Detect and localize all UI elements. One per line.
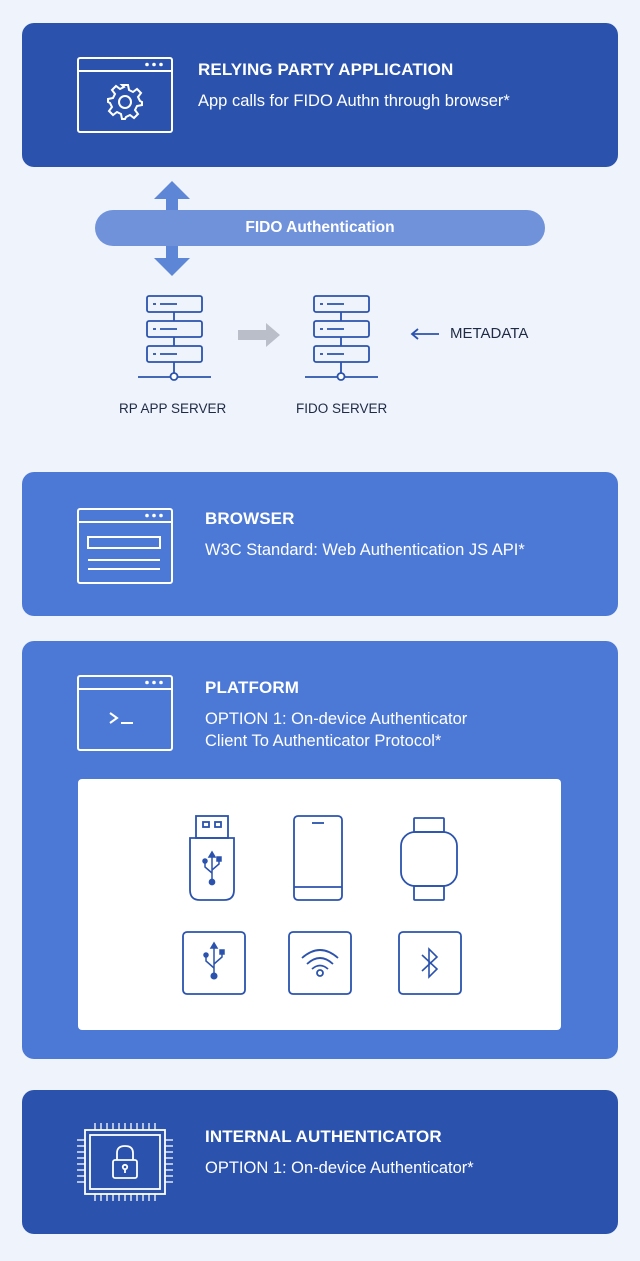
relying-party-title: RELYING PARTY APPLICATION bbox=[198, 60, 454, 79]
metadata-arrow-icon bbox=[410, 328, 440, 340]
fido-server-icon bbox=[304, 295, 379, 383]
platform-subtitle-line2: Client To Authenticator Protocol* bbox=[205, 732, 442, 750]
browser-title: BROWSER bbox=[205, 509, 295, 528]
internal-authenticator-title: INTERNAL AUTHENTICATOR bbox=[205, 1127, 442, 1146]
nfc-icon bbox=[288, 931, 352, 995]
terminal-window-icon bbox=[77, 675, 173, 751]
internal-authenticator-subtitle: OPTION 1: On-device Authenticator* bbox=[205, 1159, 474, 1177]
usb-key-icon bbox=[188, 815, 236, 901]
chip-lock-icon bbox=[75, 1122, 175, 1202]
relying-party-subtitle: App calls for FIDO Authn through browser… bbox=[198, 92, 510, 110]
platform-title: PLATFORM bbox=[205, 678, 299, 697]
metadata-label: METADATA bbox=[450, 325, 529, 342]
gray-arrow-icon bbox=[238, 323, 280, 347]
app-window-gear-icon bbox=[77, 57, 173, 133]
bluetooth-icon bbox=[398, 931, 462, 995]
browser-subtitle: W3C Standard: Web Authentication JS API* bbox=[205, 541, 525, 559]
relying-party-card: RELYING PARTY APPLICATION App calls for … bbox=[22, 23, 618, 167]
internal-authenticator-card: INTERNAL AUTHENTICATOR OPTION 1: On-devi… bbox=[22, 1090, 618, 1234]
smartwatch-icon bbox=[400, 817, 458, 901]
fido-server-label: FIDO SERVER bbox=[296, 401, 388, 416]
authenticator-devices-panel bbox=[78, 779, 561, 1030]
browser-card: BROWSER W3C Standard: Web Authentication… bbox=[22, 472, 618, 616]
usb-icon bbox=[182, 931, 246, 995]
rp-app-server-label: RP APP SERVER bbox=[119, 401, 227, 416]
fido-authentication-bar: FIDO Authentication bbox=[95, 210, 545, 246]
platform-subtitle-line1: OPTION 1: On-device Authenticator bbox=[205, 710, 468, 728]
rp-app-server-icon bbox=[137, 295, 212, 383]
browser-window-icon bbox=[77, 508, 173, 584]
phone-icon bbox=[293, 815, 343, 901]
